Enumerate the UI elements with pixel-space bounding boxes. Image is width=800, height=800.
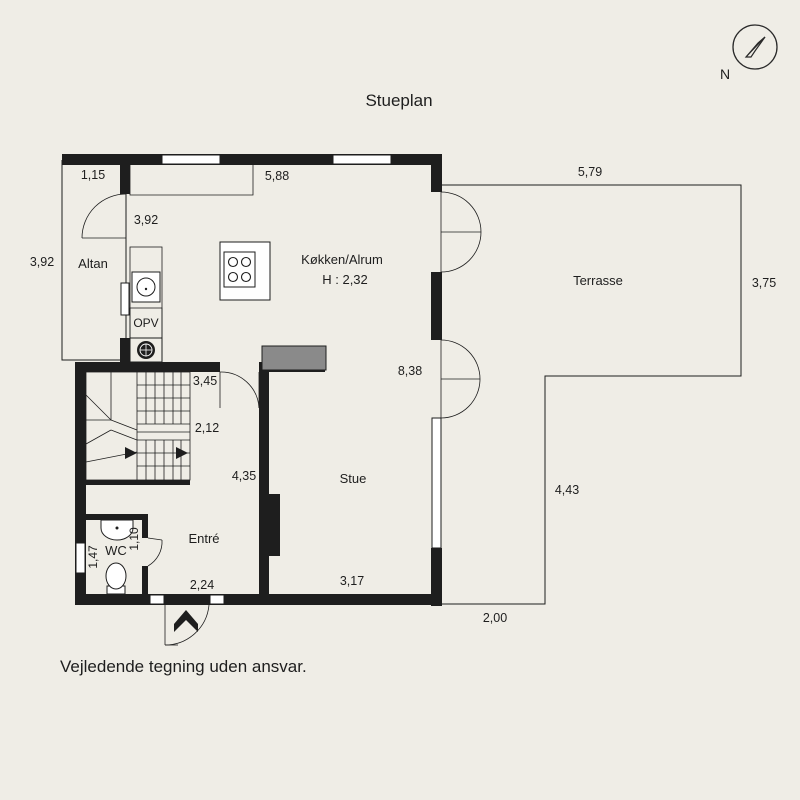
entry-door-frame-right: [209, 594, 225, 605]
bench-block: [261, 345, 327, 371]
compass-north-label: N: [720, 66, 730, 82]
room-label-terrasse: Terrasse: [573, 273, 623, 288]
stair-arrow-icon: [125, 447, 137, 459]
dimension-label: 1,15: [81, 168, 105, 182]
staircase: [85, 371, 191, 481]
kitchen-counter-top: [129, 165, 254, 196]
dimension-label: 3,75: [752, 276, 776, 290]
dimension-label: 5,88: [265, 169, 289, 183]
dimension-label: 8,38: [398, 364, 422, 378]
dimension-label: 3,92: [30, 255, 54, 269]
room-label-kitchen: Køkken/Alrum: [301, 252, 383, 267]
dimension-label: 4,35: [232, 469, 256, 483]
room-label-stue: Stue: [340, 471, 367, 486]
altan-outline: [61, 160, 127, 361]
room-label-opv: OPV: [133, 316, 158, 330]
room-label-altan: Altan: [78, 256, 108, 271]
toilet-icon: [105, 562, 127, 595]
dimension-label: 3,45: [193, 374, 217, 388]
entry-arrow-icon: [174, 610, 198, 632]
cooktop-icon: [219, 241, 271, 301]
room-label-kitchen-height: H : 2,32: [322, 272, 368, 287]
plan-title: Stueplan: [365, 91, 432, 110]
stair-arrow-icon: [176, 447, 188, 459]
windows: [75, 154, 442, 574]
terrace-outline: [441, 184, 742, 605]
dimension-label: 1,47: [86, 545, 100, 569]
dimension-label: 3,92: [134, 213, 158, 227]
wash-basin-icon: [100, 519, 134, 541]
dimension-label: 1,10: [127, 527, 141, 551]
dimension-label: 4,43: [555, 483, 579, 497]
room-label-wc: WC: [105, 543, 127, 558]
dimension-label: 2,12: [195, 421, 219, 435]
doors: [81, 191, 482, 646]
sink-icon: [131, 271, 161, 303]
fan-icon: [129, 337, 163, 363]
disclaimer-text: Vejledende tegning uden ansvar.: [60, 657, 307, 676]
dimension-label: 2,00: [483, 611, 507, 625]
dimension-label: 3,17: [340, 574, 364, 588]
compass-icon: [732, 24, 778, 70]
entry-door-frame-left: [149, 594, 165, 605]
dimension-label: 5,79: [578, 165, 602, 179]
dimension-label: 2,24: [190, 578, 214, 592]
room-label-entre: Entré: [188, 531, 219, 546]
